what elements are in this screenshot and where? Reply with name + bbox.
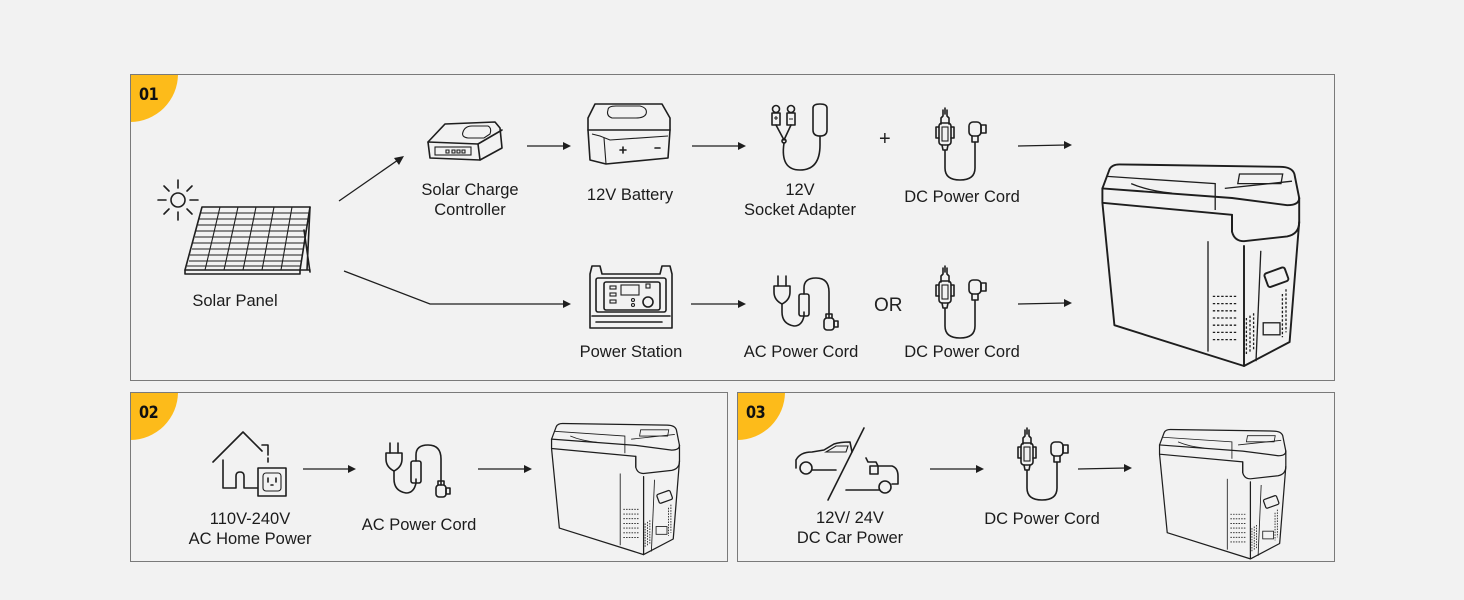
section-02-panel: 02 <box>130 392 728 562</box>
solar-charge-controller-label-line1: Solar Charge <box>421 181 519 199</box>
section-03-panel: 03 <box>737 392 1335 562</box>
dc-power-cord-label: DC Power Cord <box>904 343 1020 361</box>
socket-adapter-label-line1: 12V <box>785 181 815 199</box>
ac-power-cord-label: AC Power Cord <box>361 516 477 534</box>
dc-power-cord-label: DC Power Cord <box>904 188 1020 206</box>
section-number: 01 <box>139 85 159 105</box>
section-badge: 03 <box>738 393 785 440</box>
section-number: 03 <box>746 403 766 423</box>
power-station-label: Power Station <box>579 343 683 361</box>
home-power-label-line1: 110V-240V <box>209 510 291 528</box>
dc-power-cord-label: DC Power Cord <box>984 510 1100 528</box>
section-badge: 01 <box>131 75 178 122</box>
plus-operator: + <box>879 128 891 150</box>
solar-panel-label: Solar Panel <box>192 292 278 310</box>
section-01-panel: 01 <box>130 74 1335 381</box>
section-badge: 02 <box>131 393 178 440</box>
home-power-label-line2: AC Home Power <box>188 530 312 548</box>
or-operator: OR <box>874 295 903 316</box>
car-power-label-line1: 12V/ 24V <box>816 509 884 527</box>
car-power-label-line2: DC Car Power <box>796 529 904 547</box>
ac-power-cord-label: AC Power Cord <box>743 343 859 361</box>
socket-adapter-label-line2: Socket Adapter <box>744 201 856 219</box>
section-number: 02 <box>139 403 159 423</box>
battery-label: 12V Battery <box>586 186 674 204</box>
solar-charge-controller-label-line2: Controller <box>434 201 506 219</box>
